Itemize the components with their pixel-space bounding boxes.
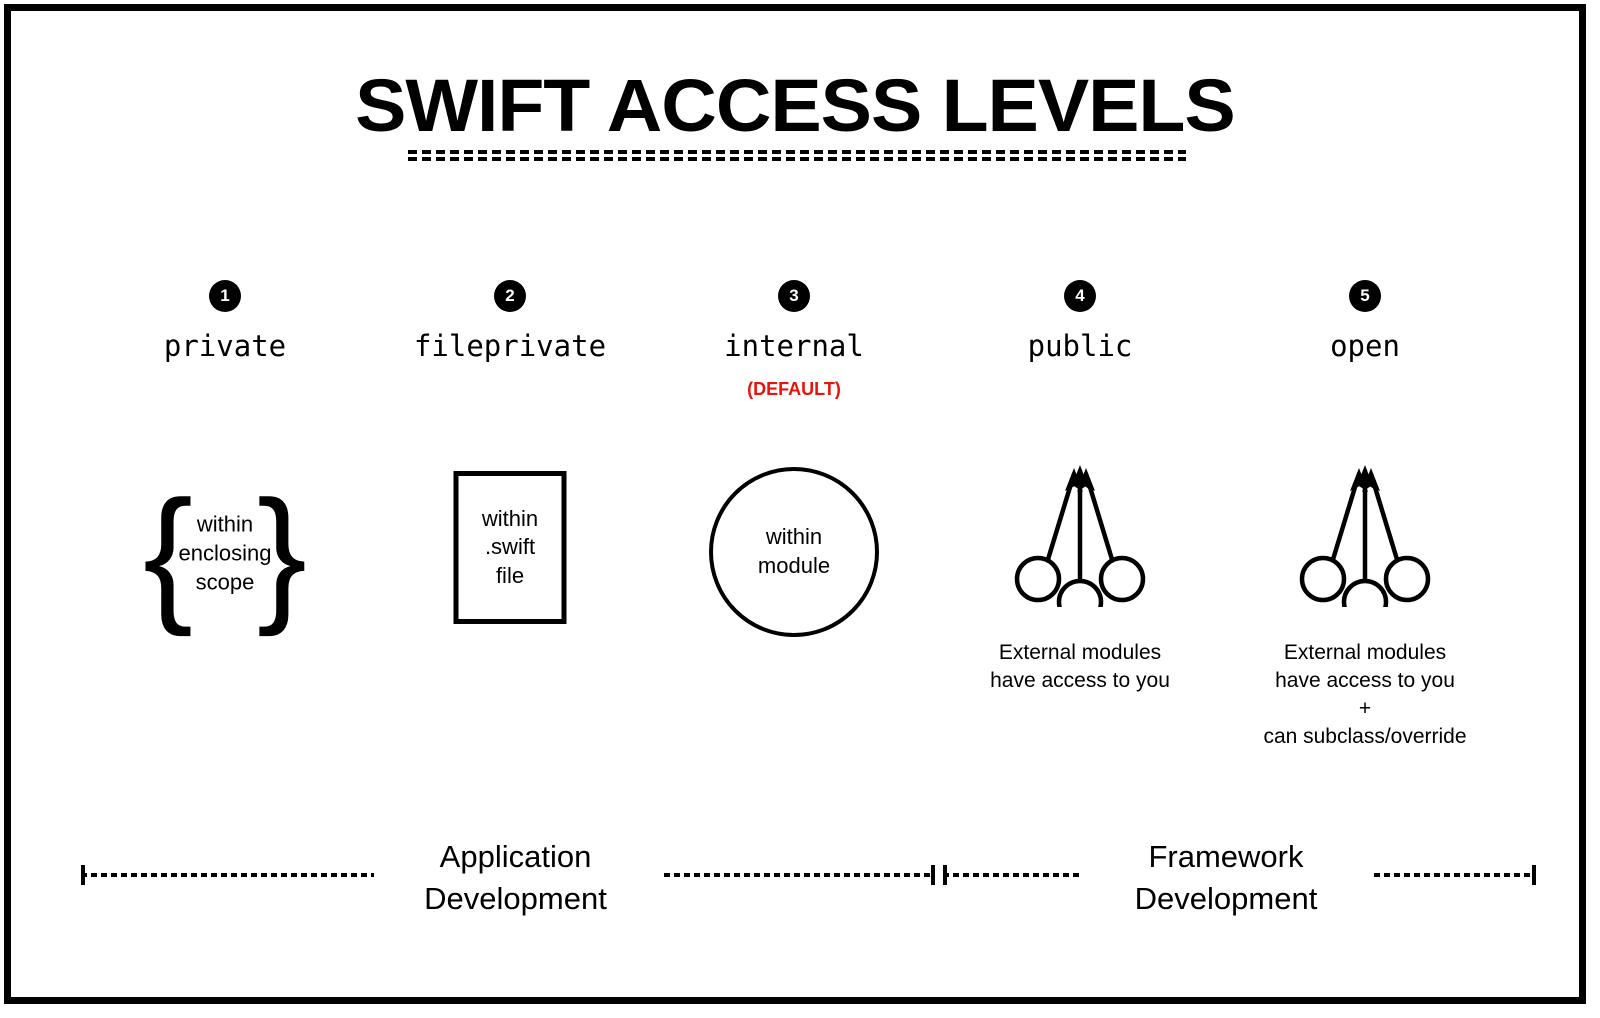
caption-public: External modules have access to you — [950, 639, 1210, 695]
brace-close-glyph: } — [256, 469, 307, 637]
step-badge-4: 4 — [1064, 280, 1096, 312]
swift-file-rectangle-icon: within .swift file — [453, 471, 567, 624]
scope-line: .swift — [484, 534, 536, 560]
three-arrows-up-icon — [1265, 459, 1465, 607]
keyword-open: open — [1330, 329, 1400, 363]
scope-line: file — [495, 562, 525, 588]
three-arrows-up-icon — [980, 459, 1180, 607]
scope-line: within — [196, 511, 254, 537]
keyword-fileprivate: fileprivate — [413, 329, 607, 363]
keyword-internal: internal — [724, 329, 864, 363]
phase-line: Development — [1134, 881, 1318, 917]
span-bracket-application-right — [664, 865, 935, 885]
phase-line: Development — [424, 881, 607, 917]
scope-line: scope — [195, 569, 255, 595]
curly-braces-icon: { } within enclosing scope — [125, 478, 325, 628]
caption-line: can subclass/override — [1263, 724, 1467, 748]
scope-text-internal: within module — [758, 523, 830, 580]
caption-line: External modules — [1283, 641, 1447, 664]
scope-line: within — [481, 505, 539, 531]
caption-line: have access to you — [990, 668, 1170, 692]
scope-text-private: within enclosing scope — [160, 509, 290, 596]
phase-label-framework-development: Framework Development — [1096, 836, 1356, 920]
phase-label-application-development: Application Development — [380, 836, 651, 920]
step-badge-1: 1 — [209, 280, 241, 312]
scope-text-fileprivate: within .swift file — [482, 505, 538, 591]
caption-open: External modules have access to you + ca… — [1235, 639, 1495, 751]
span-bracket-framework-right — [1374, 865, 1536, 885]
step-badge-5: 5 — [1349, 280, 1381, 312]
title-underline-rule — [408, 150, 1186, 161]
poster-canvas: SWIFT ACCESS LEVELS 1 private { } within… — [4, 4, 1586, 1004]
page-title: SWIFT ACCESS LEVELS — [355, 64, 1236, 147]
default-badge: (DEFAULT) — [747, 379, 841, 399]
span-bracket-framework-left — [943, 865, 1082, 885]
scope-line: within — [765, 524, 823, 550]
keyword-private: private — [163, 329, 287, 363]
phase-line: Framework — [1148, 839, 1304, 874]
phase-line: Application — [439, 839, 592, 874]
caption-line: + — [1358, 696, 1372, 720]
step-badge-3: 3 — [778, 280, 810, 312]
scope-line: module — [757, 553, 831, 578]
keyword-public: public — [1027, 329, 1133, 363]
module-circle-icon: within module — [709, 467, 879, 637]
brace-open-glyph: { — [143, 469, 194, 637]
page-title-wrap: SWIFT ACCESS LEVELS — [11, 69, 1579, 143]
step-badge-2: 2 — [494, 280, 526, 312]
span-bracket-application-left — [81, 865, 374, 885]
caption-line: have access to you — [1275, 668, 1455, 692]
caption-line: External modules — [998, 641, 1162, 664]
scope-line: enclosing — [178, 540, 272, 566]
